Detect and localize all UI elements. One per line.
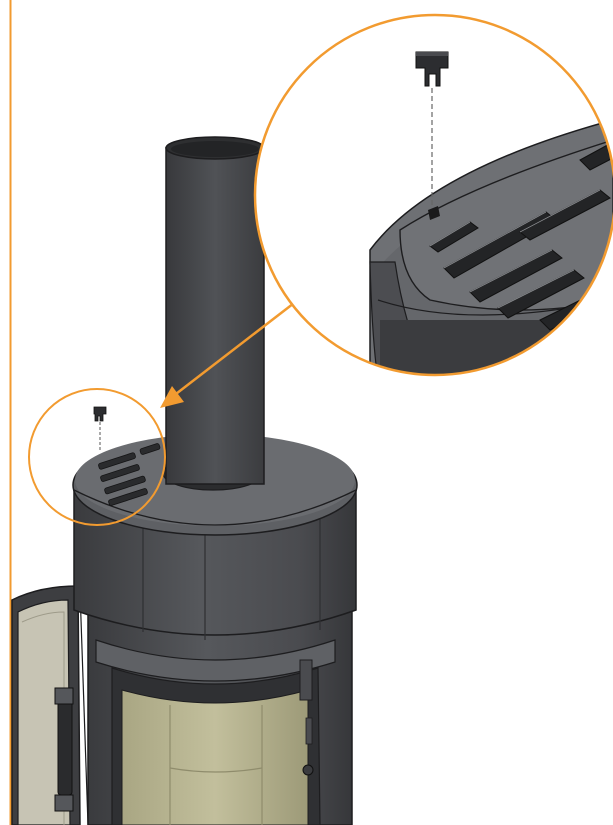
flue-pipe [165, 136, 265, 485]
open-door [11, 585, 89, 825]
top-grille-plate [98, 443, 161, 506]
stove-body [72, 434, 358, 825]
insert-clip [93, 406, 107, 452]
callout-small-circle [28, 388, 166, 526]
insert-clip-magnified [415, 51, 449, 206]
magnifier-callout [253, 13, 613, 377]
magnify-arrow [160, 299, 299, 408]
